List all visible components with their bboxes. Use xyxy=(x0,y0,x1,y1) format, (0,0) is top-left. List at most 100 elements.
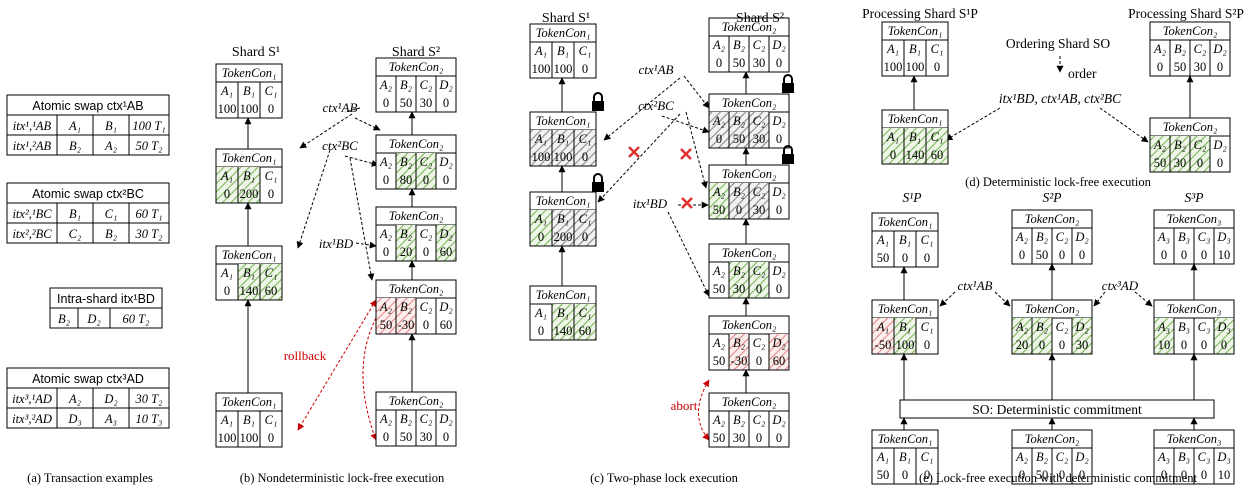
cell-value: 0 xyxy=(1181,338,1187,352)
cell-value: 0 xyxy=(776,431,782,445)
cell-header: B₂ xyxy=(733,264,746,278)
table-cell: D₃ xyxy=(67,412,81,426)
cell-header: D₂ xyxy=(771,336,786,350)
cell-value: 0 xyxy=(268,431,274,445)
connector-arrow xyxy=(603,77,681,141)
cell-header: D₃ xyxy=(1216,230,1230,244)
cell-header: B₂ xyxy=(400,227,413,241)
cell-header: C₂ xyxy=(420,78,433,92)
cell-header: B₁ xyxy=(557,44,569,58)
cell-value: 0 xyxy=(383,173,389,187)
cell-value: 0 xyxy=(268,102,274,116)
cell-value: 100 xyxy=(896,338,915,352)
cell-value: 30 xyxy=(1174,156,1187,170)
cell-header: A₃ xyxy=(1157,230,1170,244)
cell-value: 100 xyxy=(240,102,259,116)
cell-header: A₂ xyxy=(379,227,393,241)
table-cell: B₂ xyxy=(105,227,118,241)
cell-value: 0 xyxy=(756,354,762,368)
cell-header: B₁ xyxy=(909,42,921,56)
contract-name: TokenCon₁ xyxy=(878,432,933,446)
panel-b: Shard S¹ Shard S² ctx¹AB ctx²BC itx¹BD r… xyxy=(232,45,445,485)
table-cell: 10 T₃ xyxy=(136,412,163,426)
contract-name: TokenCon₁ xyxy=(536,288,591,302)
label-ctx-bc-b: ctx²BC xyxy=(322,138,358,153)
cell-header: C₁ xyxy=(921,320,934,334)
contract-name: TokenCon₁ xyxy=(536,26,591,40)
cell-header: A₁ xyxy=(220,266,233,280)
cell-header: D₂ xyxy=(438,78,453,92)
cell-value: 50 xyxy=(1036,468,1049,482)
label-ctx-ab-c: ctx¹AB xyxy=(639,62,674,77)
contract-name: TokenCon₁ xyxy=(222,151,277,165)
cell-header: C₂ xyxy=(753,336,766,350)
cell-value: 50 xyxy=(713,431,726,445)
cell-header: A₂ xyxy=(1015,230,1029,244)
cell-value: 140 xyxy=(906,148,925,162)
table-cell: B₁ xyxy=(69,207,81,221)
cell-value: 50 xyxy=(713,354,726,368)
contract-name: TokenCon₂ xyxy=(389,137,444,151)
contract-name: TokenCon₁ xyxy=(222,248,277,262)
cell-header: A₂ xyxy=(712,336,726,350)
cell-value: 30 xyxy=(733,431,746,445)
cell-header: C₂ xyxy=(1056,320,1069,334)
contract-name: TokenCon₁ xyxy=(536,194,591,208)
contract-name: TokenCon₂ xyxy=(389,282,444,296)
cell-value: 0 xyxy=(776,282,782,296)
lock-icon xyxy=(592,173,604,192)
lock-icon xyxy=(592,92,604,111)
contract-name: TokenCon₁ xyxy=(536,114,591,128)
cell-value: 20 xyxy=(1016,338,1029,352)
cell-value: 0 xyxy=(538,324,544,338)
connector-arrow xyxy=(994,291,1011,307)
contract-name: TokenCon₁ xyxy=(888,24,943,38)
table-cell: 30 T₂ xyxy=(135,227,164,241)
cell-value: 0 xyxy=(1161,468,1167,482)
cell-value: 0 xyxy=(582,230,588,244)
cell-value: 0 xyxy=(924,251,930,265)
cell-value: -30 xyxy=(398,318,415,332)
cell-value: 50 xyxy=(713,282,726,296)
label-ctx-bc-c: ctx²BC xyxy=(638,98,674,113)
cell-header: A₁ xyxy=(220,169,233,183)
cell-value: 0 xyxy=(582,150,588,164)
cell-value: 0 xyxy=(716,132,722,146)
shard-label-b2: Shard S² xyxy=(392,45,440,60)
shard-label-d1: Processing Shard S¹P xyxy=(862,6,978,21)
cell-header: C₂ xyxy=(1194,138,1207,152)
connector-arrow xyxy=(296,149,331,249)
cell-value: 0 xyxy=(1079,248,1085,262)
shard-label-d2: Processing Shard S²P xyxy=(1128,6,1244,21)
table-cell: 100 T₁ xyxy=(132,119,165,133)
cell-header: C₁ xyxy=(931,130,944,144)
cell-header: C₁ xyxy=(265,266,278,280)
cell-value: 30 xyxy=(420,430,433,444)
table-cell: B₂ xyxy=(69,139,82,153)
contract-name: TokenCon₂ xyxy=(722,20,777,34)
cell-header: B₁ xyxy=(899,233,911,247)
cell-header: D₂ xyxy=(1212,138,1227,152)
cell-header: D₂ xyxy=(438,155,453,169)
shard-label-c2: Shard S² xyxy=(736,11,784,26)
cell-header: B₁ xyxy=(899,450,911,464)
cell-header: C₂ xyxy=(753,114,766,128)
cell-value: 50 xyxy=(1154,156,1167,170)
contract-name: TokenCon₁ xyxy=(878,302,933,316)
cell-value: 100 xyxy=(554,150,573,164)
caption-b: (b) Nondeterministic lock-free execution xyxy=(240,471,445,485)
cell-header: B₂ xyxy=(400,300,413,314)
cell-value: 60 xyxy=(440,318,453,332)
table-cell: D₂ xyxy=(103,392,118,406)
table-cell: D₂ xyxy=(86,312,101,326)
cell-value: 0 xyxy=(1217,60,1223,74)
cell-header: C₁ xyxy=(265,169,278,183)
contract-name: TokenCon₂ xyxy=(389,209,444,223)
cell-value: 100 xyxy=(532,150,551,164)
